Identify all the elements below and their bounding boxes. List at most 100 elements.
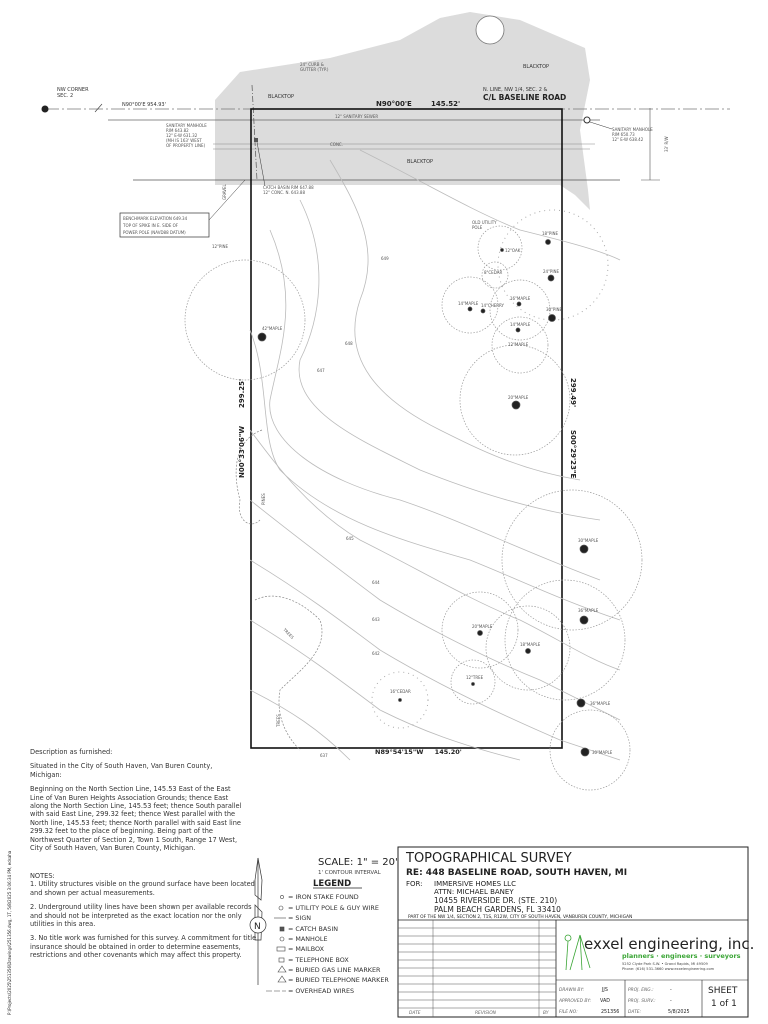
conc-label: CONC. xyxy=(330,142,343,147)
sheet-label: SHEET xyxy=(708,986,738,996)
proj-eng-label: PROJ. ENG.: xyxy=(628,987,654,993)
gravel-label: GRAVEL xyxy=(222,184,227,200)
sheet-number: 1 of 1 xyxy=(711,999,737,1009)
contour-label: 648 xyxy=(345,341,353,346)
manhole-east xyxy=(583,116,591,124)
tree-label: 14"MAPLE xyxy=(510,322,531,327)
proj-surv: - xyxy=(670,999,672,1004)
company-tagline: planners · engineers · surveyors xyxy=(622,952,741,960)
north-bearing: N90°00'E xyxy=(376,100,412,108)
right-of-way-label: 33' R/W xyxy=(664,136,669,152)
revision-header: BY xyxy=(543,1010,549,1016)
old-utility-pole-label: OLD UTILITY xyxy=(472,220,497,225)
tree-markers xyxy=(257,239,590,757)
blacktop-label: BLACKTOP xyxy=(268,94,294,100)
note-item: 2. Underground utility lines have been s… xyxy=(30,903,252,929)
iron-stake-icon xyxy=(280,895,284,899)
manhole-east-label: RIM 650.73 xyxy=(612,132,635,137)
tree-label: 8"CEDAR xyxy=(484,270,502,275)
contour-label: 642 xyxy=(372,651,380,656)
tree-label: 24"PINE xyxy=(543,269,560,274)
old-utility-pole-label: POLE xyxy=(472,225,483,230)
trees-label: TREES xyxy=(282,626,296,640)
notes: NOTES: 1. Utility structures visible on … xyxy=(30,872,262,966)
legend-item: = CATCH BASIN xyxy=(288,925,338,933)
legend-item: = BURIED GAS LINE MARKER xyxy=(288,966,381,974)
tree-label: 20"MAPLE xyxy=(472,624,493,629)
property-boundary xyxy=(250,108,563,749)
property-address: RE: 448 BASELINE ROAD, SOUTH HAVEN, MI xyxy=(406,868,627,878)
tree-label: 20"MAPLE xyxy=(508,395,529,400)
north-line-west-label: N90°00'E 954.93' xyxy=(122,102,166,108)
tree-label: 16"MAPLE xyxy=(510,296,531,301)
file-path: P:\Projects\2025\251356\Drawings\251356.… xyxy=(7,850,12,1015)
leader-line xyxy=(256,141,266,187)
manhole-west-label: OF PROPERTY LINE) xyxy=(166,143,206,148)
company-phone: Phone: (616) 531-3660 www.exxelengineeri… xyxy=(622,967,715,971)
east-distance: 299.49' xyxy=(569,378,577,407)
gas-marker-icon xyxy=(277,965,287,973)
manhole-west-label: (MH IS 163' WEST xyxy=(166,138,202,143)
contour-label: 649 xyxy=(381,256,389,261)
utility-pole-icon xyxy=(278,905,284,911)
legend: SCALE: 1" = 20' 1' CONTOUR INTERVAL LEGE… xyxy=(249,857,398,995)
tree-label: 12"TREE xyxy=(466,675,484,680)
leader-line xyxy=(208,179,246,221)
pines-label: PINES xyxy=(261,493,266,505)
trees-label: TREES xyxy=(276,714,281,728)
surveyor-logo-icon xyxy=(564,934,591,971)
curb-label: 24" CURB & xyxy=(300,62,324,67)
benchmark-label: TOP OF SPIKE IN E. SIDE OF xyxy=(122,223,179,228)
benchmark-label: BENCHMARK ELEVATION 649.34 xyxy=(123,216,188,221)
tree-label: 16"CEDAR xyxy=(390,689,411,694)
date: 5/8/2025 xyxy=(668,1009,690,1015)
contour-label: 637 xyxy=(320,753,328,758)
date-label: DATE: xyxy=(628,1009,642,1015)
leader-line xyxy=(589,121,613,130)
benchmark-label: POWER POLE (NAVD88 DATUM) xyxy=(123,230,186,235)
legend-item: = IRON STAKE FOUND xyxy=(288,893,359,901)
north-letter: N xyxy=(254,922,261,932)
west-distance: 299.25' xyxy=(238,379,246,408)
contour-interval: 1' CONTOUR INTERVAL xyxy=(318,870,382,876)
revision-header: REVISION xyxy=(475,1010,497,1016)
legal-location: PART OF THE NW 1/4, SECTION 2, T1S, R12W… xyxy=(408,914,632,920)
blacktop-label: BLACKTOP xyxy=(407,159,433,165)
tree-label: 30"PINE xyxy=(546,307,563,312)
file-no: 251356 xyxy=(601,1009,619,1015)
legend-item: = UTILITY POLE & GUY WIRE xyxy=(288,904,379,912)
catch-basin-label: CATCH BASIN RIM 647.88 xyxy=(263,185,314,190)
conifer-canopies xyxy=(371,209,609,729)
proj-surv-label: PROJ. SURV.: xyxy=(628,998,656,1004)
tree-canopies xyxy=(184,225,643,791)
west-bearing: N00°33'06"W xyxy=(238,426,246,478)
client-address1: 10455 RIVERSIDE DR. (STE. 210) xyxy=(434,896,557,905)
approved-by-label: APPROVED BY: xyxy=(558,998,592,1004)
telephone-box-icon xyxy=(278,957,285,963)
catch-basin-label: 12" CONC. N. 643.88 xyxy=(263,190,305,195)
catch-basin xyxy=(254,138,258,142)
curb-label: GUTTER (TYP.) xyxy=(300,67,329,72)
break-mark xyxy=(94,103,103,113)
north-distance: 145.52' xyxy=(431,100,460,108)
road-blacktop-area xyxy=(215,12,590,210)
mailbox-icon xyxy=(276,946,286,952)
sanitary-sewer-label: 12" SANITARY SEWER xyxy=(335,114,378,119)
contour-label: 647 xyxy=(317,368,325,373)
blacktop-label: BLACKTOP xyxy=(523,64,549,70)
description-situated: Situated in the City of South Haven, Van… xyxy=(30,762,213,779)
revision-header: DATE xyxy=(409,1010,421,1016)
manhole-west-label: SANITARY MANHOLE xyxy=(166,123,207,128)
note-item: 1. Utility structures visible on the gro… xyxy=(30,880,255,897)
tree-label: 18"MAPLE xyxy=(520,642,541,647)
legend-item: = MANHOLE xyxy=(288,935,328,943)
description-heading: Description as furnished: xyxy=(30,748,113,756)
note-item: 3. No title work was furnished for this … xyxy=(30,934,257,960)
legend-item: = SIGN xyxy=(288,914,311,922)
scale-label: SCALE: 1" = 20' xyxy=(318,857,398,868)
east-bearing: S00°29'23"E xyxy=(569,430,577,479)
contour-lines xyxy=(249,149,621,761)
cul-de-sac-island xyxy=(475,15,505,45)
manhole-icon xyxy=(279,936,285,942)
